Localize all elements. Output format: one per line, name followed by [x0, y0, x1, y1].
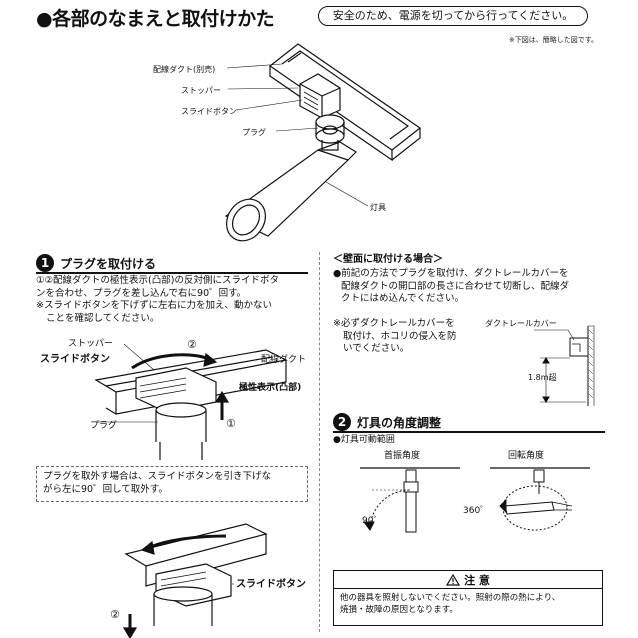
wall-title: ＜壁面に取付ける場合＞ — [333, 254, 443, 265]
wall-note2: 取付け、ホコリの侵入を防 — [343, 330, 457, 342]
fig1-label-polarity: 極性表示(凸部) — [239, 383, 302, 393]
angle-diagram — [360, 467, 590, 533]
section2-number: 2 — [333, 413, 351, 431]
wall-note: ※必ずダクトレールカバーを 取付け、ホコリの侵入を防 いでください。 — [333, 318, 483, 356]
warning-icon — [446, 573, 461, 586]
remove-line1: プラグを取外す場合は、スライドボタンを引き下げな — [43, 471, 272, 482]
fig2-step2: ② — [110, 608, 120, 621]
fig1-step2: ② — [187, 338, 197, 351]
section2-header: 2 灯具の角度調整 — [333, 413, 441, 431]
label-duct: 配線ダクト(別売) — [153, 65, 216, 74]
wall-diagram — [534, 325, 595, 406]
section1-number: 1 — [36, 254, 54, 272]
caution-box: 注 意 他の器具を照射しないでください。照射の際の熱により、 焼損・故障の原因と… — [333, 570, 603, 626]
section1-rule — [36, 272, 308, 274]
section1-instructions: ①②配線ダクトの極性表示(凸部)の反対側にスライドボタ ンを合わせ、プラグを差し… — [36, 275, 321, 325]
section1-line3: ※スライドボタンを下げずに左右に力を加え、動かない — [36, 300, 272, 311]
section1-line1: ①②配線ダクトの極性表示(凸部)の反対側にスライドボタ — [36, 275, 279, 286]
section1-line2: ンを合わせ、プラグを差し込んで右に90゜回す。 — [36, 287, 247, 299]
fig1-label-slide-button: スライドボタン — [40, 354, 110, 365]
wall-line3: クトにはめ込んでください。 — [341, 293, 465, 304]
label-plug: プラグ — [242, 128, 266, 137]
swing-angle-label: 首振角度 — [384, 451, 421, 461]
wall-note3: いでください。 — [343, 343, 410, 354]
fig1-label-stopper: ストッパー — [68, 339, 114, 349]
rotate-angle-value: 360゜ — [463, 506, 490, 516]
section1-line4: ことを確認してください。 — [46, 312, 160, 324]
column-divider — [319, 252, 320, 632]
section2-range-label: ●灯具可動範囲 — [333, 435, 395, 445]
fig1-label-duct: 配線ダクト — [261, 355, 307, 365]
caution-header: 注 意 — [334, 571, 602, 589]
section1-title: プラグを取付ける — [60, 256, 157, 271]
label-fixture: 灯具 — [370, 203, 386, 212]
wall-note1: ※必ずダクトレールカバーを — [333, 318, 455, 329]
top-diagram — [224, 43, 422, 242]
caution-text: 他の器具を照射しないでください。照射の際の熱により、 焼損・故障の原因となります… — [334, 589, 602, 619]
wall-line2: 配線ダクトの開口部の長さに合わせて切断し、配線ダ — [341, 280, 570, 292]
plug-remove-diagram — [122, 523, 268, 638]
wall-line1: ●前記の方法でプラグを取付け、ダクトレールカバーを — [333, 268, 569, 279]
remove-note-box: プラグを取外す場合は、スライドボタンを引き下げな がら左に90゜回して取外す。 — [36, 466, 308, 502]
label-slide-button: スライドボタン — [181, 107, 237, 116]
section1-header: 1 プラグを取付ける — [36, 254, 156, 272]
remove-line2: がら左に90゜回して取外す。 — [43, 483, 168, 495]
rotate-angle-label: 回転角度 — [508, 451, 545, 461]
plug-install-diagram — [94, 343, 288, 460]
label-stopper: ストッパー — [181, 86, 221, 95]
wall-instructions: ●前記の方法でプラグを取付け、ダクトレールカバーを 配線ダクトの開口部の長さに合… — [333, 268, 623, 306]
swing-angle-value: 90゜ — [362, 516, 383, 526]
diagram-note: ※下図は、簡略した図です。 — [508, 36, 598, 44]
wall-label-height: 1.8m超 — [528, 373, 557, 382]
wall-label-cover: ダクトレールカバー — [485, 319, 557, 328]
fig1-step1: ① — [226, 417, 236, 430]
section2-rule — [333, 431, 605, 433]
caution-title: 注 意 — [464, 573, 490, 587]
caution-line1: 他の器具を照射しないでください。照射の際の熱により、 — [340, 593, 561, 603]
fig2-label-slide-button: スライドボタン — [236, 579, 306, 590]
remove-note-text: プラグを取外す場合は、スライドボタンを引き下げな がら左に90゜回して取外す。 — [37, 467, 307, 500]
fig1-label-plug: プラグ — [90, 421, 118, 431]
safety-notice: 安全のため、電源を切ってから行ってください。 — [318, 6, 588, 26]
page-title: ●各部のなまえと取付けかた — [36, 8, 275, 30]
caution-line2: 焼損・故障の原因となります。 — [340, 605, 458, 615]
section2-title: 灯具の角度調整 — [357, 415, 442, 430]
